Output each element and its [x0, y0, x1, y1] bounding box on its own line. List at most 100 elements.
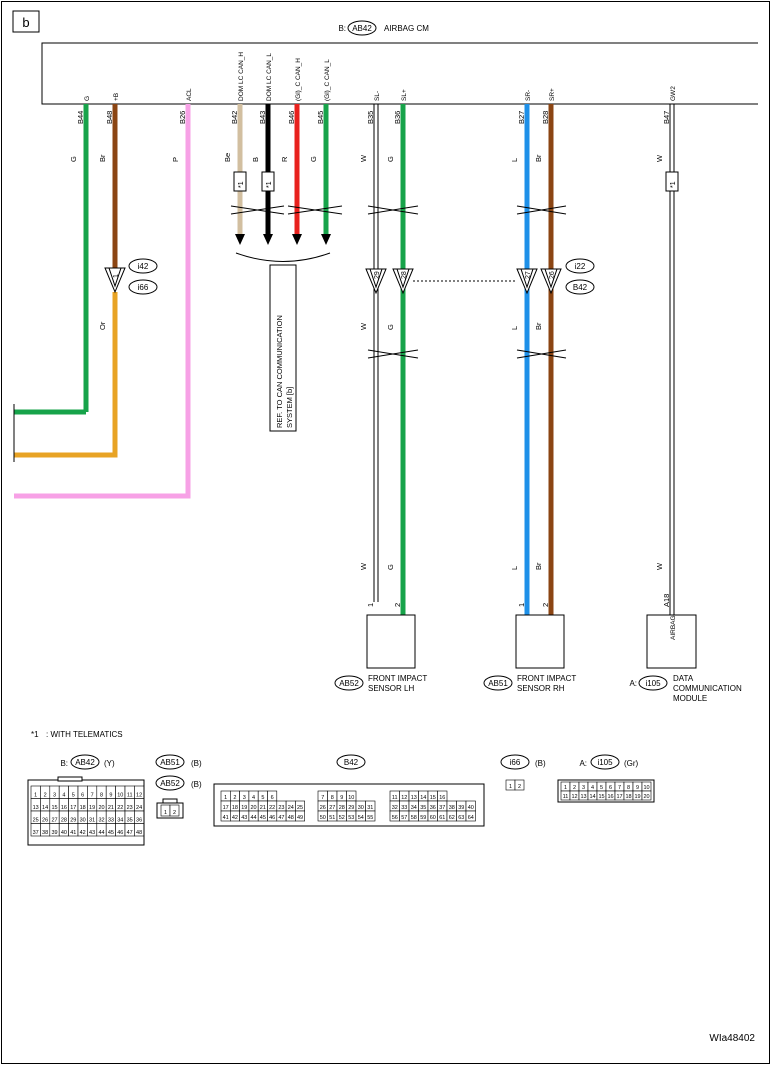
dcm-pin-name: AIRBAG — [670, 615, 677, 640]
b42-cell-num: 40 — [468, 805, 474, 811]
conn-i42-label-oval — [128, 258, 158, 274]
wire-break-mark — [230, 205, 285, 215]
color-code: W — [359, 562, 368, 570]
wire-break-mark — [287, 205, 343, 215]
b42-cell-num: 41 — [223, 815, 229, 821]
i105-cell-num: 20 — [643, 794, 649, 800]
ab42-cell-num: 21 — [108, 805, 114, 811]
wire-end-arrow — [235, 234, 245, 245]
pin-name: DOM LC CAN_H — [238, 52, 245, 101]
ab42-cell-num: 14 — [42, 805, 48, 811]
module-name: AIRBAG CM — [384, 24, 429, 33]
ab42-cell-num: 47 — [127, 830, 133, 836]
sensor-lh-box — [366, 614, 416, 669]
sensor-lh-id: AB52 — [339, 679, 359, 688]
telematics-note-box — [665, 171, 679, 192]
face-ab52-id-oval — [155, 775, 185, 791]
page-tag: b — [22, 15, 29, 30]
b42-cell-num: 17 — [223, 805, 229, 811]
b42-cell-num: 46 — [269, 815, 275, 821]
note-text: : WITH TELEMATICS — [46, 730, 123, 739]
b42-cell-num: 25 — [297, 805, 303, 811]
sensor-lh-name: FRONT IMPACT — [368, 674, 427, 683]
b42-cell-num: 10 — [348, 795, 354, 801]
ab42-cell-num: 18 — [80, 805, 86, 811]
b42-cell-num: 48 — [288, 815, 294, 821]
pin-name: (Gl)_C CAN_L — [324, 59, 331, 101]
color-code: B — [251, 157, 260, 162]
b42-cell-num: 45 — [260, 815, 266, 821]
color-code: R — [280, 156, 289, 162]
b42-cell — [295, 810, 305, 822]
face-ab51-id-oval — [155, 754, 185, 770]
b42-cell-num: 22 — [269, 805, 275, 811]
ref-text-2: SYSTEM [b] — [285, 387, 294, 428]
dcm-name: DATA — [673, 674, 694, 683]
ab42-cell-num: 19 — [89, 805, 95, 811]
b42-cell-num: 62 — [449, 815, 455, 821]
ab42-cell-num: 36 — [136, 818, 142, 824]
ab42-cell-num: 43 — [89, 830, 95, 836]
b42-cell-num: 57 — [401, 815, 407, 821]
connector-triangle-inner — [369, 268, 383, 289]
b42-cell-num: 63 — [458, 815, 464, 821]
wire-end-arrow — [321, 234, 331, 245]
telematics-note-mark: *1 — [670, 181, 677, 188]
ab42-cell-num: 15 — [51, 805, 57, 811]
i105-cell-num: 13 — [580, 794, 586, 800]
b42-cell-num: 23 — [278, 805, 284, 811]
face-ab42-prefix: B: — [60, 759, 68, 768]
color-code: Be — [223, 153, 232, 162]
ab42-cell-num: 37 — [33, 830, 39, 836]
color-code: Br — [534, 562, 543, 570]
b42-cell-num: 55 — [367, 815, 373, 821]
color-code: G — [386, 564, 395, 570]
face-i105-prefix: A: — [579, 759, 587, 768]
b42-cell-num: 34 — [411, 805, 417, 811]
dcm-name: COMMUNICATION — [673, 684, 742, 693]
b42-cell-num: 44 — [250, 815, 256, 821]
ab42-cell-num: 11 — [127, 793, 133, 799]
b42-cell-num: 42 — [232, 815, 238, 821]
connector-pin: 28 — [401, 271, 408, 279]
b42-cell-num: 33 — [401, 805, 407, 811]
ab51-cell-num: 1 — [164, 810, 167, 816]
color-code: G — [386, 324, 395, 330]
i105-cell-num: 17 — [616, 794, 622, 800]
module-id: AB42 — [352, 24, 372, 33]
telematics-note-mark: *1 — [238, 181, 245, 188]
i105-cell-num: 10 — [643, 785, 649, 791]
sensor-lh-id-oval — [334, 675, 364, 691]
b42-cell-num: 31 — [367, 805, 373, 811]
pin-number: 2 — [393, 603, 402, 607]
can-bracket — [235, 252, 331, 262]
conn-b42-label: B42 — [573, 283, 588, 292]
conn-i22-label-oval — [565, 258, 595, 274]
pin-number: B36 — [393, 111, 402, 124]
ab42-cell-num: 6 — [81, 793, 84, 799]
figure-id: WIa48402 — [709, 1033, 755, 1044]
face-i105-id: i105 — [597, 758, 613, 767]
dcm-id-oval — [638, 675, 668, 691]
sensor-rh-box — [515, 614, 565, 669]
ab42-cell-num: 27 — [51, 818, 57, 824]
i105-cell-num: 8 — [627, 785, 630, 791]
i105-cell-num: 4 — [591, 785, 594, 791]
ab42-cell-num: 28 — [61, 818, 67, 824]
i105-cell-num: 19 — [634, 794, 640, 800]
pin-number: B45 — [316, 111, 325, 124]
b42-cell-num: 39 — [458, 805, 464, 811]
b42-cell-num: 3 — [243, 795, 246, 801]
sensor-rh-id-oval — [483, 675, 513, 691]
ab51-cell-num: 2 — [173, 810, 176, 816]
b42-cell-num: 32 — [392, 805, 398, 811]
b42-cell-num: 64 — [468, 815, 474, 821]
b42-cell-num: 27 — [329, 805, 335, 811]
ab42-cell-num: 8 — [100, 793, 103, 799]
b42-cell-num: 30 — [358, 805, 364, 811]
ab42-cell-num: 23 — [127, 805, 133, 811]
face-i105-id-oval — [590, 754, 620, 770]
color-code: Br — [534, 322, 543, 330]
color-code: L — [510, 566, 519, 570]
face-ab52-id: AB52 — [160, 779, 180, 788]
